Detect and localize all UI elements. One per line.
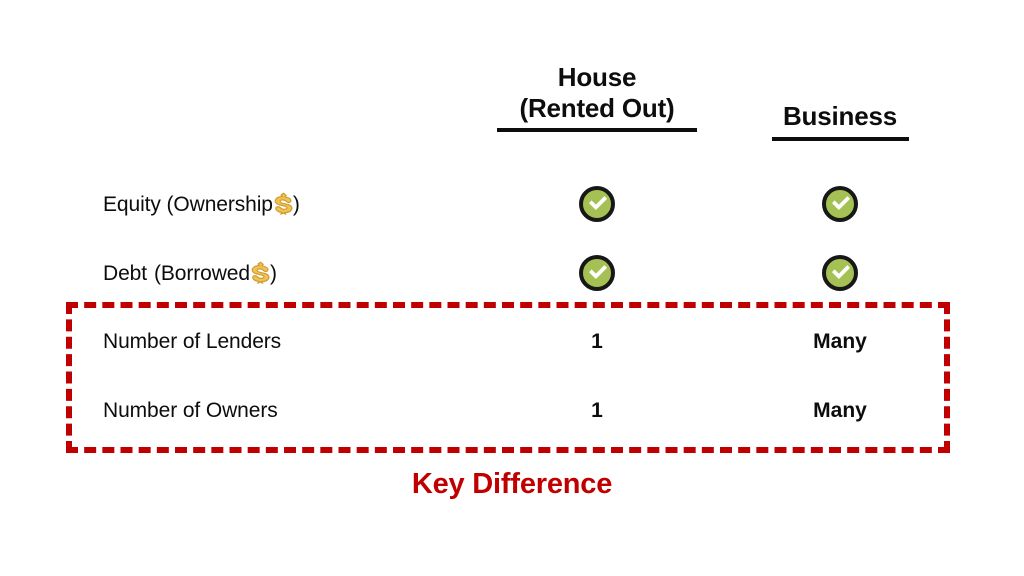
cell-value: 1 bbox=[591, 399, 603, 422]
cell-equity-business bbox=[776, 180, 904, 228]
dollar-sign-icon bbox=[274, 192, 293, 215]
check-circle-icon bbox=[579, 255, 615, 291]
table-row-equity: Equity (Ownership) bbox=[0, 180, 1024, 228]
row-label-debt: Debt(Borrowed) bbox=[103, 261, 277, 286]
key-difference-caption: Key Difference bbox=[411, 468, 613, 500]
table-row-debt: Debt(Borrowed) bbox=[0, 249, 1024, 297]
row-label-equity-prefix: Equity (Ownership bbox=[103, 192, 273, 216]
cell-lenders-house: 1 bbox=[533, 318, 661, 366]
row-label-debt-mid: (Borrowed bbox=[153, 261, 250, 285]
column-header-business: Business bbox=[744, 101, 936, 141]
cell-value: Many bbox=[813, 330, 867, 353]
row-label-equity-suffix: ) bbox=[292, 192, 300, 216]
row-label-equity: Equity (Ownership) bbox=[103, 192, 300, 217]
row-label-debt-prefix: Debt bbox=[103, 261, 147, 285]
row-label-lenders: Number of Lenders bbox=[103, 330, 282, 353]
column-header-house-line2: (Rented Out) bbox=[519, 92, 675, 123]
cell-lenders-business: Many bbox=[776, 318, 904, 366]
check-circle-icon bbox=[579, 186, 615, 222]
cell-debt-house bbox=[533, 249, 661, 297]
row-label-owners: Number of Owners bbox=[103, 399, 278, 422]
cell-equity-house bbox=[533, 180, 661, 228]
column-header-house: House (Rented Out) bbox=[463, 62, 731, 133]
column-header-house-line1: House bbox=[557, 62, 637, 92]
check-circle-icon bbox=[822, 186, 858, 222]
column-header-business-underline bbox=[771, 136, 909, 141]
cell-owners-house: 1 bbox=[533, 387, 661, 435]
column-header-house-underline bbox=[497, 128, 697, 133]
cell-value: Many bbox=[813, 399, 867, 422]
cell-owners-business: Many bbox=[776, 387, 904, 435]
dollar-sign-icon bbox=[251, 261, 270, 284]
table-row-owners: Number of Owners 1 Many bbox=[0, 387, 1024, 435]
row-label-debt-suffix: ) bbox=[269, 261, 277, 285]
table-row-lenders: Number of Lenders 1 Many bbox=[0, 318, 1024, 366]
cell-debt-business bbox=[776, 249, 904, 297]
check-circle-icon bbox=[822, 255, 858, 291]
column-header-business-line1: Business bbox=[782, 101, 897, 131]
cell-value: 1 bbox=[591, 330, 603, 353]
